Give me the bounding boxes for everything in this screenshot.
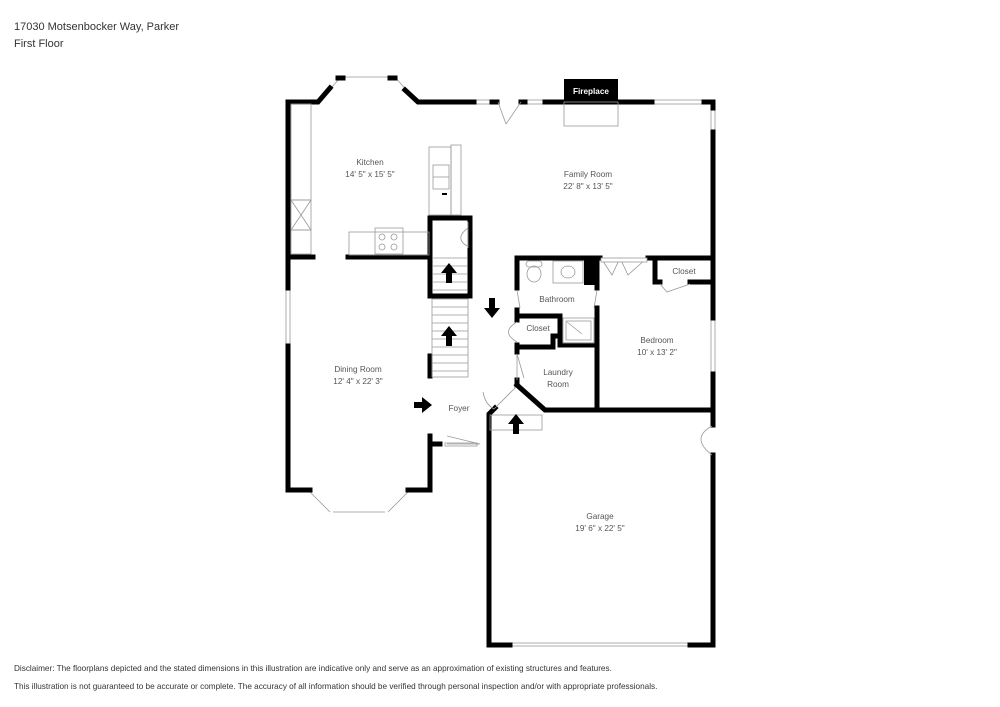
shower [562,317,595,344]
toilet [526,265,542,283]
closet-bedroom-label: Closet [672,267,696,276]
garage-label: Garage [586,512,614,521]
room-labels: Kitchen 14' 5" x 15' 5" Family Room 22' … [333,158,696,533]
kitchen-dims: 14' 5" x 15' 5" [345,170,395,179]
garage-dims: 19' 6" x 22' 5" [575,524,625,533]
fireplace [564,79,618,102]
stove [374,227,404,255]
disclaimer-line-2: This illustration is not guaranteed to b… [14,682,658,691]
windows [285,76,716,647]
down-arrow-icon [484,298,500,318]
laundry-label-line2: Room [547,380,569,389]
property-address: 17030 Motsenbocker Way, Parker [14,21,180,33]
bathroom-label: Bathroom [539,295,575,304]
closet-bath-label: Closet [526,324,550,333]
entry-arrow-icon [414,397,432,413]
family-room-dims: 22' 8" x 13' 5" [563,182,613,191]
walls [285,75,716,648]
doors [446,101,713,456]
stairs-up-arrow-icon [441,326,457,346]
bedroom-label: Bedroom [640,336,673,345]
stairs-up-arrow-icon [441,263,457,283]
foyer-label: Foyer [449,404,470,413]
arrows [414,263,524,434]
garage-entry-arrow-icon [508,414,524,434]
floor-label: First Floor [14,38,64,50]
island [428,146,452,216]
fireplace-label: Fireplace [573,87,609,96]
fixtures: Fireplace [290,79,619,431]
kitchen-label: Kitchen [356,158,384,167]
bedroom-dims: 10' x 13' 2" [637,348,677,357]
bathroom-sink [552,260,584,284]
disclaimer-line-1: Disclaimer: The floorplans depicted and … [14,664,612,673]
laundry-label-line1: Laundry [543,368,573,377]
dining-room-label: Dining Room [334,365,382,374]
family-room-label: Family Room [564,170,612,179]
dining-room-dims: 12' 4" x 22' 3" [333,377,383,386]
